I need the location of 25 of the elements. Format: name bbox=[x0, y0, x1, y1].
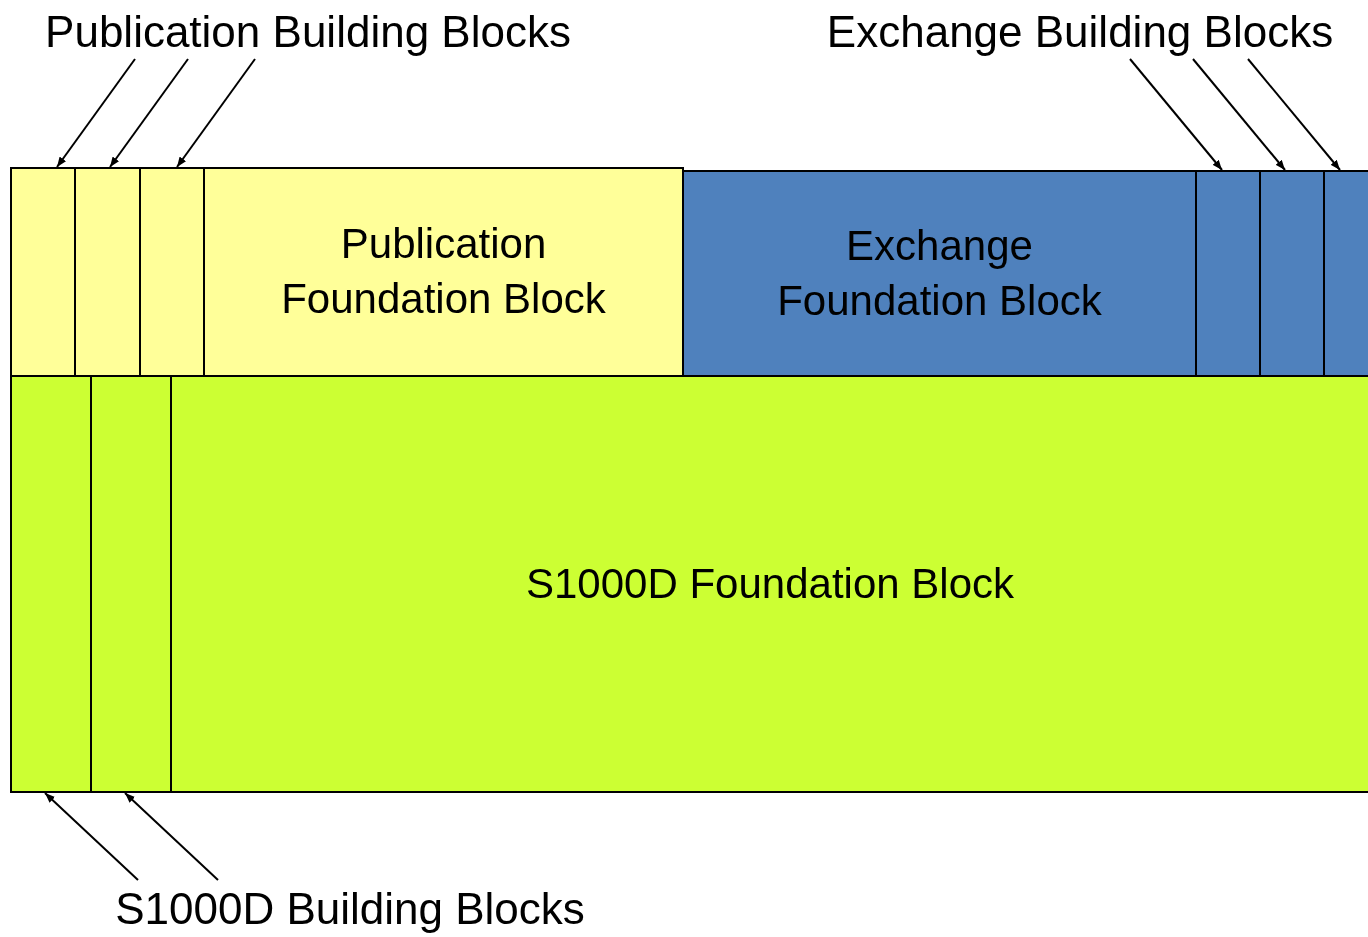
foundation-block bbox=[682, 170, 1197, 377]
building-block bbox=[1195, 170, 1261, 377]
building-block bbox=[1259, 170, 1325, 377]
building-block bbox=[90, 375, 172, 793]
leader-arrow bbox=[176, 58, 256, 168]
building-block bbox=[10, 167, 76, 377]
block-label: S1000D Foundation Block bbox=[526, 558, 1014, 609]
leader-arrow bbox=[1247, 58, 1341, 171]
foundation-block bbox=[203, 167, 684, 377]
building-block bbox=[139, 167, 205, 377]
block-label: Exchange Foundation Block bbox=[776, 220, 1103, 326]
building-block bbox=[74, 167, 141, 377]
building-block bbox=[10, 375, 92, 793]
building-block bbox=[1323, 170, 1368, 377]
callout-label: Publication Building Blocks bbox=[18, 5, 598, 59]
block-label: Publication Foundation Block bbox=[280, 219, 607, 324]
leader-arrow bbox=[1192, 58, 1286, 171]
leader-arrow bbox=[44, 792, 139, 881]
leader-arrow bbox=[124, 792, 219, 881]
leader-arrow bbox=[1129, 58, 1223, 171]
callout-label: S1000D Building Blocks bbox=[90, 880, 610, 937]
leader-arrow bbox=[56, 58, 136, 168]
leader-arrow bbox=[109, 58, 189, 168]
foundation-block bbox=[170, 375, 1368, 793]
callout-label: Exchange Building Blocks bbox=[800, 5, 1360, 59]
